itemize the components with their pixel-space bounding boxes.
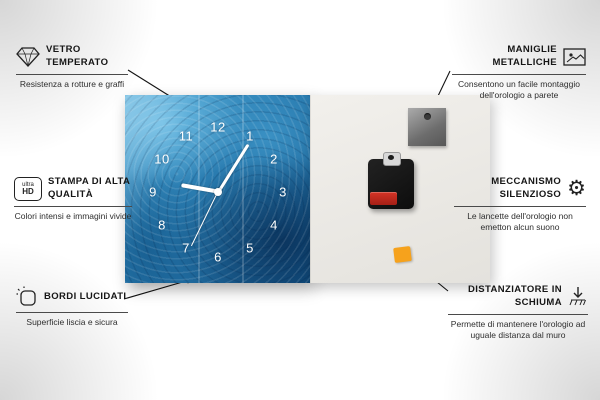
clock-number: 4	[270, 217, 278, 233]
second-hand	[190, 191, 219, 247]
clock-number: 7	[182, 240, 190, 256]
clock-number: 1	[246, 128, 254, 144]
connector-line	[123, 280, 187, 300]
clock-number: 10	[154, 151, 170, 167]
callout-underline	[14, 205, 132, 207]
callout-vetro-temperato: VETRO TEMPERATO Resistenza a rotture e g…	[16, 44, 128, 90]
mechanism-hook	[383, 152, 401, 166]
callout-meccanismo-silenzioso: MECCANISMO SILENZIOSO ⚙ Le lancette dell…	[454, 176, 586, 234]
callout-description: Superficie liscia e sicura	[26, 317, 118, 327]
callout-description: Permette di mantenere l'orologio ad ugua…	[450, 318, 586, 341]
callout-underline	[448, 313, 588, 315]
ultra-hd-label-top: ultra	[22, 181, 34, 188]
clock-number: 5	[246, 240, 254, 256]
callout-distanziatore-schiuma: DISTANZIATORE IN SCHIUMA Permette di man…	[448, 284, 588, 342]
picture-frame-icon	[563, 47, 586, 67]
callout-underline	[452, 73, 586, 75]
callout-description: Colori intensi e immagini vivide	[14, 210, 132, 221]
clock-front-image: 12 1 2 3 4 5 6 7 8 9 10 11	[125, 95, 310, 283]
clock-number: 11	[178, 128, 194, 144]
callout-description: Consentono un facile montaggio dell'orol…	[458, 78, 580, 101]
ultra-hd-badge: ultra HD	[14, 176, 42, 201]
clock-mechanism	[368, 152, 414, 209]
clock-number: 3	[279, 184, 287, 200]
battery	[370, 192, 397, 205]
polished-edge-icon	[16, 286, 38, 308]
callout-title: MANIGLIE METALLICHE	[492, 44, 557, 68]
callout-bordi-lucidati: BORDI LUCIDATI Superficie liscia e sicur…	[16, 286, 128, 328]
callout-underline	[454, 205, 586, 207]
callout-title: MECCANISMO SILENZIOSO	[491, 176, 562, 200]
callout-title: DISTANZIATORE IN SCHIUMA	[467, 284, 562, 308]
clock-number: 8	[158, 217, 166, 233]
diamond-icon	[16, 47, 40, 67]
callout-title: STAMPA DI ALTA QUALITÀ	[48, 176, 130, 200]
callout-title: VETRO TEMPERATO	[46, 44, 109, 68]
hanger-hole	[424, 113, 431, 120]
callout-description: Le lancette dell'orologio non emetton al…	[467, 210, 573, 233]
ultra-hd-icon: ultra HD	[14, 176, 42, 201]
callout-description: Resistenza a rotture e graffi	[19, 78, 125, 89]
clock-center-cap	[214, 188, 222, 196]
ultra-hd-label-bottom: HD	[22, 186, 34, 196]
clock-number: 6	[214, 249, 222, 265]
callout-underline	[16, 312, 128, 313]
minute-hand	[217, 143, 250, 193]
callout-maniglie-metalliche: MANIGLIE METALLICHE Consentono un facile…	[452, 44, 586, 102]
clock-number: 12	[210, 119, 226, 135]
callout-title: BORDI LUCIDATI	[44, 290, 127, 302]
clock-number: 2	[270, 151, 278, 167]
clock-number: 9	[149, 184, 157, 200]
callout-underline	[16, 73, 128, 75]
clock-back-panel	[310, 95, 490, 283]
metal-hanger-plate	[408, 108, 446, 146]
gear-icon: ⚙	[567, 177, 586, 201]
callout-stampa-alta-qualita: ultra HD STAMPA DI ALTA QUALITÀ Colori i…	[14, 176, 132, 222]
foam-spacer-icon	[568, 286, 588, 308]
foam-spacer	[393, 246, 412, 263]
